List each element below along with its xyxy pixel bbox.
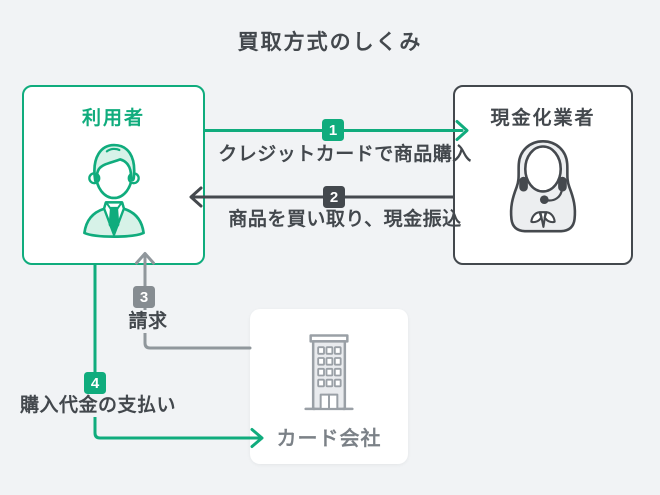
flow2-label: 商品を買い取り、現金振込 (228, 209, 462, 230)
businessman-icon (82, 143, 145, 238)
diagram-title: 買取方式のしくみ (237, 31, 423, 54)
step-badge-1: 1 (322, 119, 344, 141)
node-card-company: カード会社 (250, 309, 408, 464)
node-user-label: 利用者 (81, 108, 145, 129)
node-cash-buyer: 現金化業者 (453, 85, 633, 265)
office-building-icon (304, 334, 354, 411)
flow1-label: クレジットカードで商品購入 (218, 144, 472, 165)
node-user: 利用者 (22, 85, 205, 265)
step-badge-3: 3 (133, 286, 155, 308)
flow4-label: 購入代金の支払い (10, 394, 186, 417)
step-badge-4: 4 (84, 372, 106, 394)
flow2-arrow-left (189, 186, 455, 208)
node-cash-buyer-label: 現金化業者 (490, 108, 596, 129)
flow3-label: 請求 (103, 310, 193, 333)
node-card-company-label: カード会社 (276, 428, 382, 450)
flow4-arrow-right (93, 263, 264, 448)
step-badge-2: 2 (323, 186, 345, 208)
call-operator-icon (509, 140, 577, 233)
